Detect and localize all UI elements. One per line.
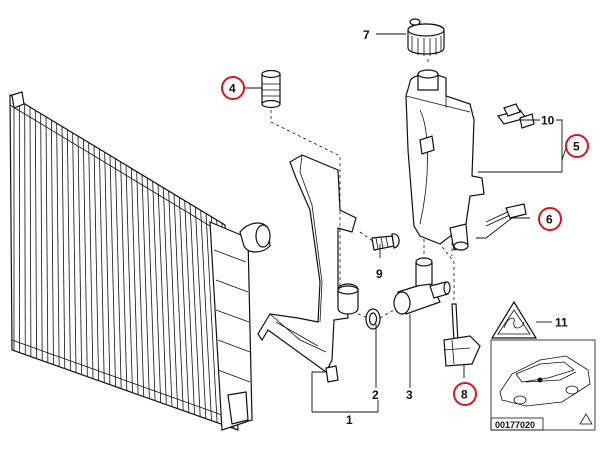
svg-text:4: 4 <box>229 82 236 96</box>
leader-dash-4 <box>270 110 341 290</box>
radiator-fin <box>205 213 218 423</box>
radiator-fin <box>88 142 94 379</box>
diagram-code: 00177020 <box>495 420 535 430</box>
svg-text:2: 2 <box>372 388 379 402</box>
radiator-fin <box>114 158 122 389</box>
radiator-fin <box>178 197 190 413</box>
callout-3: 3 <box>406 388 413 402</box>
radiator-fin <box>109 155 116 387</box>
radiator-fin <box>24 103 26 355</box>
o-ring-part-2 <box>365 308 381 330</box>
radiator-fin <box>125 164 133 393</box>
leader-dash-8 <box>439 243 455 300</box>
svg-text:10: 10 <box>541 114 555 128</box>
radiator-fin <box>72 132 77 373</box>
leader-lines <box>244 33 567 413</box>
clip-part-10 <box>496 103 535 129</box>
radiator-fin <box>130 168 139 395</box>
bleed-screw-part-4 <box>261 69 281 109</box>
radiator-fin <box>61 126 66 369</box>
radiator-fin <box>168 190 178 409</box>
radiator-fin <box>93 145 100 381</box>
callout-6: 6 <box>538 207 562 231</box>
radiator-fin <box>50 119 54 365</box>
svg-text:6: 6 <box>546 213 553 227</box>
callout-10: 10 <box>541 114 555 128</box>
warning-label-part-11 <box>490 300 538 339</box>
radiator-fin <box>120 161 128 391</box>
radiator-fin <box>200 210 212 421</box>
vehicle-thumbnail <box>490 339 596 431</box>
radiator-fin <box>82 138 88 377</box>
callout-8: 8 <box>453 382 477 406</box>
radiator-fin <box>98 148 105 383</box>
callout-7: 7 <box>363 28 370 42</box>
radiator-fin <box>189 203 201 417</box>
radiator-fin <box>194 206 207 419</box>
radiator-fin <box>29 106 32 357</box>
svg-text:3: 3 <box>406 388 413 402</box>
leader-dash-9 <box>359 231 375 243</box>
radiator-fin <box>162 187 173 407</box>
radiator-fin <box>40 113 43 361</box>
radiator-fin <box>141 174 150 399</box>
radiator-fin <box>77 135 83 375</box>
connector-pipe-part-3 <box>393 257 451 315</box>
callout-11: 11 <box>555 316 568 330</box>
callout-9: 9 <box>376 267 383 281</box>
callout-2: 2 <box>372 388 379 402</box>
expansion-tank <box>405 69 485 251</box>
expansion-tank-bracket <box>257 154 359 383</box>
svg-text:11: 11 <box>555 316 568 330</box>
wire-clip-part-6 <box>485 203 527 227</box>
radiator-fin <box>136 171 145 397</box>
callout-5: 5 <box>565 134 589 158</box>
callout-4: 4 <box>221 76 245 100</box>
radiator-fin <box>173 193 184 411</box>
svg-text:5: 5 <box>573 140 580 154</box>
leader-dash-2 <box>357 309 395 319</box>
radiator-fin <box>56 122 60 367</box>
svg-text:7: 7 <box>363 28 370 42</box>
radiator-fin <box>66 129 71 371</box>
radiator-fin <box>184 200 195 415</box>
screw-part-9 <box>371 233 400 251</box>
radiator-fin <box>104 151 111 385</box>
callout-1: 1 <box>346 413 353 427</box>
radiator-fin <box>157 184 167 405</box>
radiator-fin <box>34 109 37 359</box>
corner-triangle-icon <box>579 413 593 425</box>
svg-text:9: 9 <box>376 267 383 281</box>
radiator-fin <box>152 180 162 403</box>
radiator-fin <box>146 177 156 401</box>
svg-text:8: 8 <box>461 388 468 402</box>
radiator <box>9 91 271 431</box>
radiator-fin <box>45 116 49 363</box>
expansion-tank-cap-part-7 <box>407 18 445 56</box>
svg-text:1: 1 <box>346 413 353 427</box>
level-sensor-part-8 <box>443 303 481 367</box>
